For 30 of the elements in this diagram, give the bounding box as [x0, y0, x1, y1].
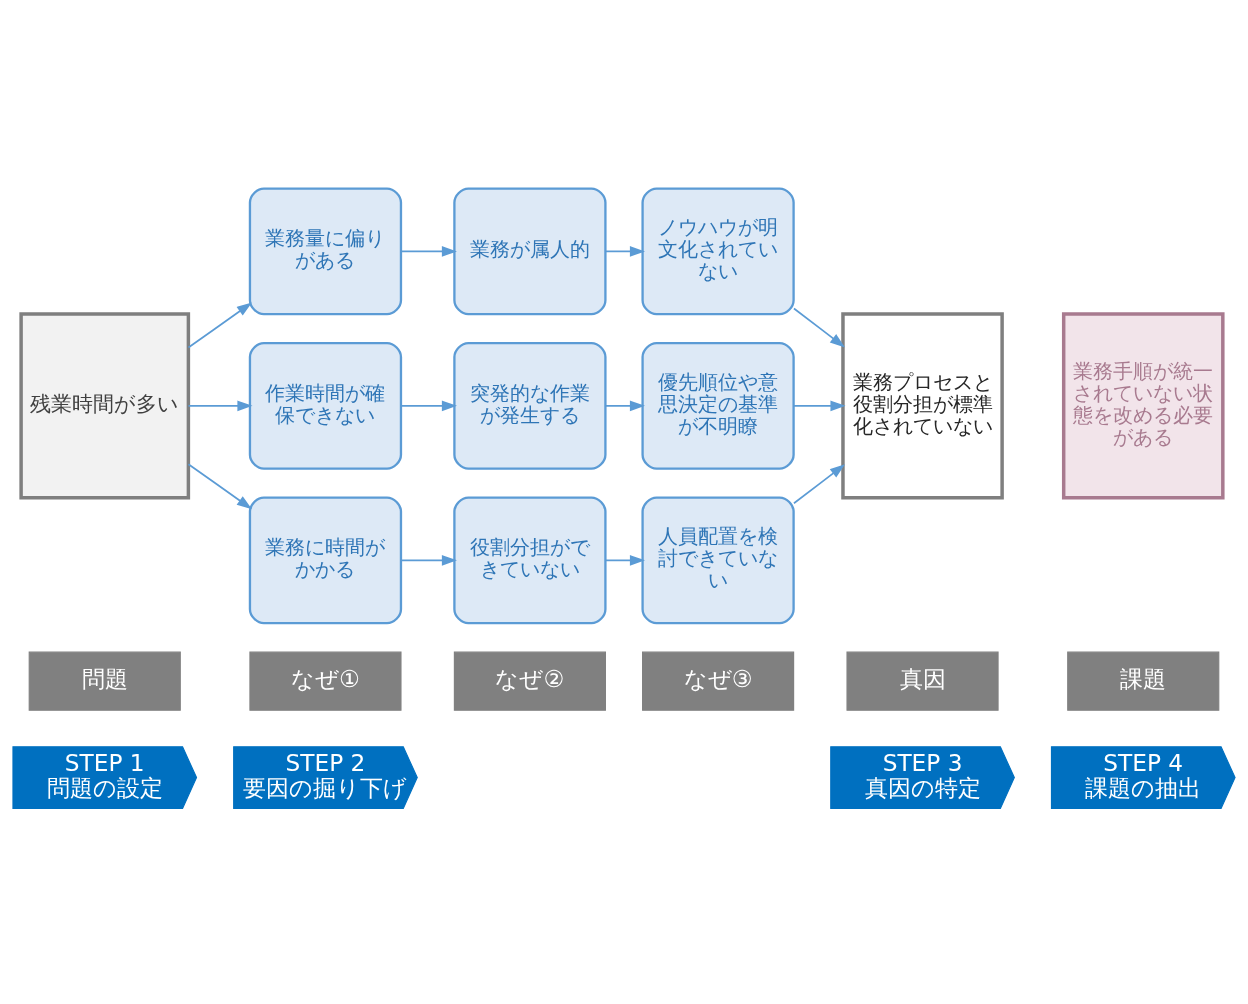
node-box: 業務量に偏りがある	[248, 187, 403, 316]
node-box: なぜ③	[642, 651, 795, 711]
arrow	[187, 400, 253, 412]
node-box: 突発的な作業が発生する	[453, 342, 607, 470]
arrow	[793, 464, 846, 505]
node-box: 課題	[1067, 651, 1220, 711]
arrow	[604, 555, 646, 566]
arrow	[187, 302, 252, 349]
node-box: 真因	[846, 651, 999, 711]
node-box: なぜ①	[249, 651, 402, 711]
node-box: 業務プロセスと役割分担が標準化されていない	[841, 312, 1004, 500]
node-box: 優先順位や意思決定の基準が不明瞭	[641, 342, 795, 470]
arrow	[604, 400, 646, 412]
node-box: 作業時間が確保できない	[248, 342, 403, 470]
arrow	[400, 555, 457, 566]
node-box: 業務が属人的	[453, 187, 607, 316]
arrow	[604, 246, 646, 257]
arrow	[400, 400, 457, 412]
node-box: ノウハウが明文化されていない	[641, 187, 795, 316]
node-box: 人員配置を検討できていない	[641, 496, 795, 625]
node-box: なぜ②	[453, 651, 606, 711]
node-box: 問題	[28, 651, 181, 711]
arrow	[793, 307, 846, 348]
arrow	[400, 246, 457, 257]
arrow	[187, 463, 252, 510]
node-box: 残業時間が多い	[19, 312, 191, 500]
node-box: 業務手順が統一されていない状態を改める必要がある	[1061, 312, 1225, 500]
node-box: 業務に時間がかかる	[248, 496, 403, 625]
node-box: 役割分担ができていない	[453, 496, 607, 625]
arrow	[793, 400, 846, 412]
